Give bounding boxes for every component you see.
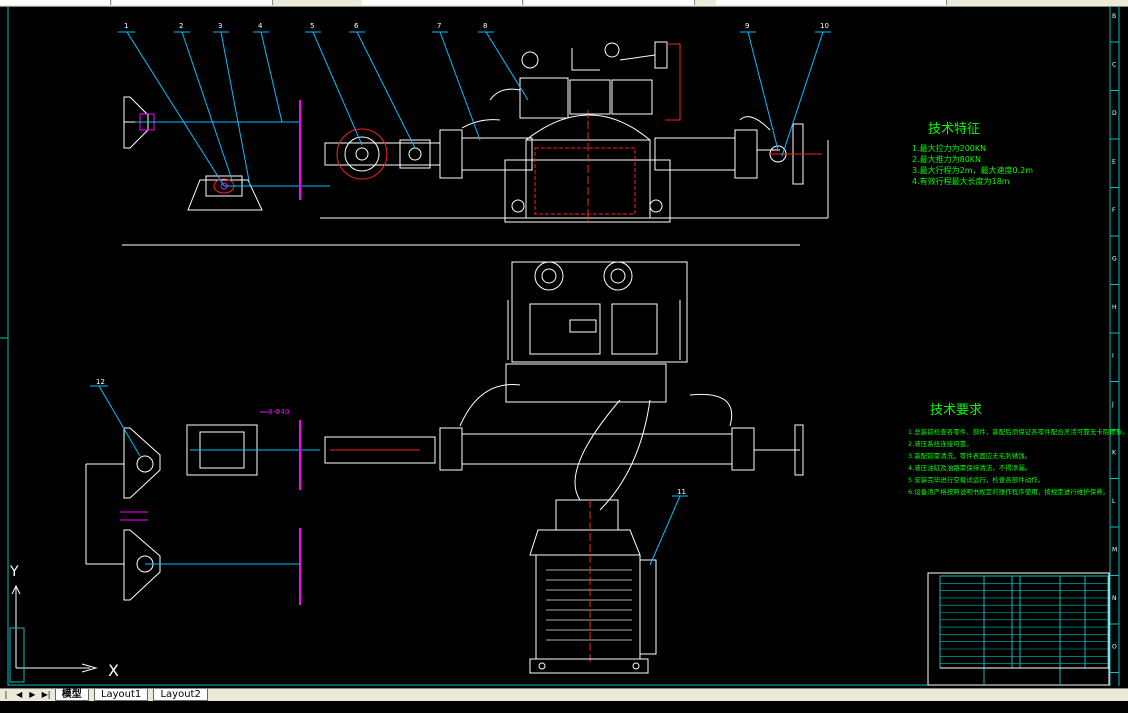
plan-view [85,261,804,674]
title-block [927,572,1110,686]
tech-features-block: 技术特征 1.最大拉力为200KN 2.最大推力为80KN 3.最大行程为2m，… [912,122,1033,186]
tech-requirement-line: 6.设备须严格按照说明书规定的操作程序使用，按规定进行维护保养。 [908,487,1109,496]
balloon-number: 8 [483,22,487,30]
drawing-frame [0,6,1120,686]
border-zone-letter: N [1112,595,1117,602]
border-zone-letters: B C D E F G H I J K L M N O [1110,13,1119,673]
leader-lines [90,31,831,566]
elevation-view [122,41,829,246]
balloon-number: 3 [218,22,222,30]
toolbar-segment[interactable] [0,0,111,5]
ucs-y-label: Y [9,564,19,580]
ucs-icon [9,584,98,683]
tab-first-nav[interactable]: |◀ [2,690,10,711]
toolbar-strip [0,0,1128,7]
tech-feature-line: 1.最大拉力为200KN [912,143,986,153]
balloon-number: 10 [820,22,829,30]
toolbar-segment[interactable] [362,0,523,5]
tech-feature-line: 3.最大行程为2m，最大速度0.2m [912,165,1033,175]
tab-layout2[interactable]: Layout2 [153,689,208,701]
tech-requirement-line: 5.安装完毕进行空载试运行，检查各部件动作。 [908,475,1044,484]
balloon-number: 5 [310,22,314,30]
base-support [187,179,263,211]
toolbar-segment[interactable] [524,0,695,5]
toolbar-segment[interactable] [112,0,273,5]
border-zone-letter: K [1112,450,1117,457]
border-zone-letter: D [1112,110,1117,117]
balloon-number: 11 [677,488,686,496]
border-zone-letter: B [1112,13,1116,20]
tech-requirement-line: 2.液压系统连接可靠。 [908,439,973,448]
balloon-number: 6 [354,22,359,30]
layout-tab-bar: |◀ ◀ ▶ ▶| 模型 Layout1 Layout2 [0,688,1128,711]
tab-next-nav[interactable]: ▶ [29,690,36,699]
tab-last-nav[interactable]: ▶| [41,690,51,699]
border-zone-letter: M [1112,547,1117,554]
tab-prev-nav[interactable]: ◀ [16,690,23,699]
border-zone-letter: I [1112,353,1114,360]
balloon-number: 7 [437,22,441,30]
ucs-x-label: X [108,661,119,680]
tech-requirement-line: 1.总装前检查各零件、部件，装配后须保证各零件配合灵活可靠无卡阻现象。 [908,427,1128,436]
border-zone-letter: G [1112,256,1117,263]
body-dome [525,114,651,141]
border-zone-letter: E [1112,159,1116,166]
border-zone-letter: J [1111,401,1114,408]
balloon-number: 4 [258,22,263,30]
border-zone-letter: C [1112,62,1116,69]
tech-requirements-title: 技术要求 [930,403,982,418]
balloon-number: 12 [96,378,105,386]
tech-feature-line: 4.有效行程最大长度为18m [912,176,1010,186]
balloon-number: 9 [745,22,749,30]
border-zone-letter: H [1112,304,1117,311]
toolbar-segment[interactable] [716,0,947,5]
tab-layout1[interactable]: Layout1 [93,689,149,701]
border-zone-letter: F [1112,207,1116,214]
tech-feature-line: 2.最大推力为80KN [912,154,981,164]
balloon-number: 1 [124,22,128,30]
tech-requirement-line: 3.装配前需清洗，零件表面应无毛刺锈蚀。 [908,451,1031,460]
drawing-canvas[interactable]: B C D E F G H I J K L M N O [0,6,1128,688]
tech-features-title: 技术特征 [928,122,980,137]
tech-requirements-block: 技术要求 1.总装前检查各零件、部件，装配后须保证各零件配合灵活可靠无卡阻现象。… [908,403,1128,496]
tab-model[interactable]: 模型 [54,689,89,701]
hydraulic-station [511,261,688,363]
balloon-number: 2 [179,22,183,30]
border-zone-letter: O [1112,644,1117,651]
tech-requirement-line: 4.液压油缸及油路需保持清洁，不得渗漏。 [908,463,1031,472]
border-zone-letter: L [1112,498,1116,505]
flange-dim-label: 8-Φ40 [268,408,289,416]
